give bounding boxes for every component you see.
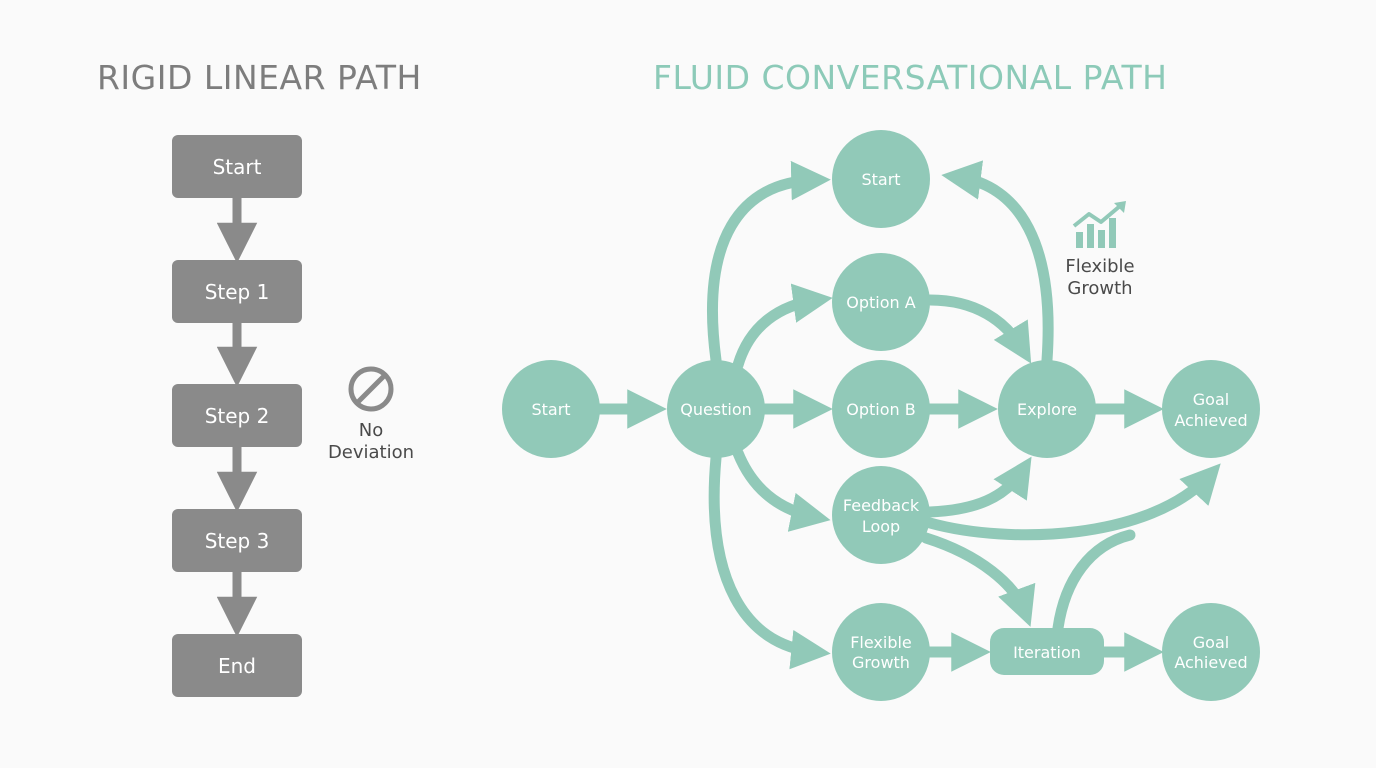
node-label: Option A	[846, 293, 915, 312]
edge-question-start-top	[707, 160, 831, 366]
node-label: Start	[531, 400, 570, 419]
node-label-line2: Loop	[862, 517, 900, 536]
edge-feedback-goal-top	[924, 463, 1221, 541]
edge-question-option-a	[732, 283, 833, 371]
node-iteration: Iteration	[990, 628, 1104, 675]
no-deviation-label-line2: Deviation	[328, 442, 414, 463]
node-label-line1: Goal	[1193, 390, 1229, 409]
edge-feedback-explore	[924, 456, 1032, 518]
fluid-path-title: FLUID CONVERSATIONAL PATH	[653, 58, 1168, 97]
growth-label-line1: Flexible	[1065, 256, 1134, 277]
node-feedback-loop: Feedback Loop	[832, 466, 930, 564]
linear-step-label: Step 3	[205, 529, 270, 553]
node-goal-achieved-top: Goal Achieved	[1162, 360, 1260, 458]
linear-step-1: Step 1	[172, 260, 302, 323]
node-label-line1: Feedback	[843, 496, 920, 515]
edge-question-feedback	[732, 447, 831, 532]
node-label: Explore	[1017, 400, 1077, 419]
node-start-left: Start	[502, 360, 600, 458]
linear-flow: Start Step 1 Step 2 Step 3 End	[172, 135, 414, 697]
edge-iteration-goal-top	[1052, 529, 1136, 634]
node-label: Start	[861, 170, 900, 189]
node-label: Question	[680, 400, 752, 419]
node-option-a: Option A	[832, 253, 930, 351]
fluid-edges	[594, 160, 1221, 672]
linear-step-label: Step 1	[205, 280, 270, 304]
edge-option-a-explore	[924, 294, 1032, 364]
linear-step-2: Step 2	[172, 384, 302, 447]
edge-explore-start-top	[941, 160, 1054, 366]
linear-step-label: End	[218, 654, 256, 678]
node-label-line1: Flexible	[850, 633, 912, 652]
node-label-line1: Goal	[1193, 633, 1229, 652]
edge-question-flex-growth	[708, 452, 831, 670]
fluid-nodes: Start Question Start Option A Option B F…	[502, 130, 1260, 701]
node-label-line2: Growth	[852, 653, 910, 672]
growth-label-line2: Growth	[1067, 278, 1132, 299]
node-start-top: Start	[832, 130, 930, 228]
linear-step-label: Start	[213, 155, 262, 179]
node-label: Option B	[846, 400, 915, 419]
node-label-line2: Achieved	[1174, 411, 1247, 430]
linear-step-start: Start	[172, 135, 302, 198]
node-explore: Explore	[998, 360, 1096, 458]
node-option-b: Option B	[832, 360, 930, 458]
linear-step-end: End	[172, 634, 302, 697]
node-label-line2: Achieved	[1174, 653, 1247, 672]
rigid-path-title: RIGID LINEAR PATH	[97, 58, 422, 97]
edge-feedback-iteration	[920, 532, 1036, 627]
linear-step-3: Step 3	[172, 509, 302, 572]
linear-step-label: Step 2	[205, 404, 270, 428]
node-goal-achieved-bottom: Goal Achieved	[1162, 603, 1260, 701]
no-deviation-label-line1: No	[359, 420, 383, 441]
growth-chart-icon	[1072, 201, 1126, 248]
node-flexible-growth: Flexible Growth	[832, 603, 930, 701]
node-question: Question	[667, 360, 765, 458]
node-label: Iteration	[1013, 643, 1081, 662]
prohibited-icon	[348, 366, 394, 412]
